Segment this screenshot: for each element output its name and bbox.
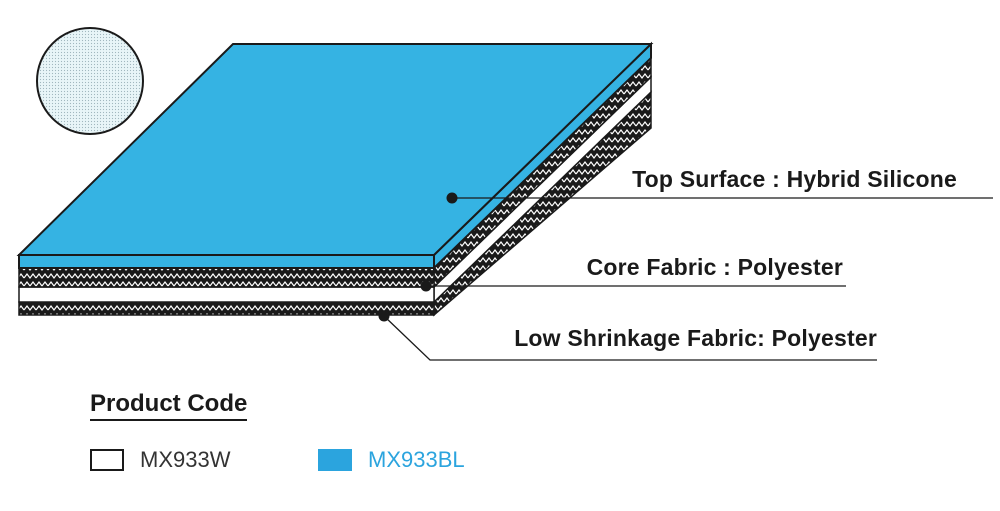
- legend-item-blue: MX933BL: [318, 447, 465, 473]
- core-fabric-label: Core Fabric : Polyester: [586, 254, 843, 280]
- low-shrinkage-fabric-label: Low Shrinkage Fabric: Polyester: [514, 325, 877, 351]
- blue-swatch-icon: [318, 449, 352, 471]
- top-surface-label: Top Surface : Hybrid Silicone: [632, 166, 957, 192]
- white-swatch-icon: [90, 449, 124, 471]
- legend-title: Product Code: [90, 390, 248, 421]
- texture-swatch-icon: [36, 27, 144, 135]
- legend-item-white: MX933W: [90, 447, 230, 473]
- belt-layer-diagram: [16, 27, 993, 361]
- legend-code: MX933BL: [368, 447, 465, 472]
- core-fabric-front: [18, 267, 435, 288]
- core-white-front: [18, 286, 435, 303]
- top-surface-face: [16, 43, 654, 256]
- low-leader-line: [383, 315, 877, 361]
- top-surface-front: [18, 254, 435, 269]
- low-fabric-front: [18, 301, 435, 316]
- legend-code: MX933W: [140, 447, 231, 472]
